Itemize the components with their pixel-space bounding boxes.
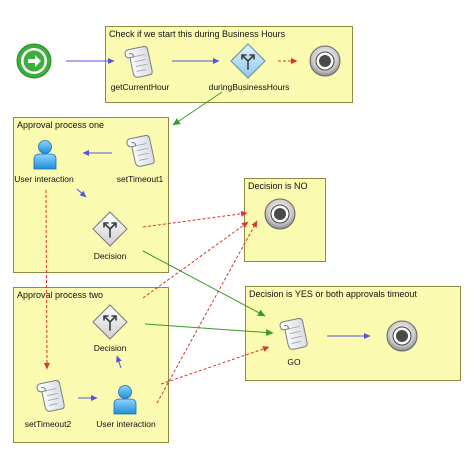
node-label-duringbusinesshours: duringBusinessHours — [208, 82, 290, 92]
node-label-decision-1: Decision — [93, 251, 127, 261]
lane-title: Check if we start this during Business H… — [109, 29, 286, 39]
lane-decision-no: Decision is NO — [244, 178, 326, 262]
node-label-settimeout1: setTimeout1 — [116, 174, 164, 184]
lane-title: Approval process two — [17, 290, 104, 300]
lane-title: Approval process one — [17, 120, 105, 130]
end-event-icon — [309, 45, 341, 77]
decision-diamond-icon — [92, 304, 128, 340]
flow-duringbusinesshours-to-approval-one — [172, 91, 223, 126]
flow-user-interaction-2-to-go — [160, 346, 270, 385]
lane-approval-two: Approval process two — [13, 287, 169, 443]
node-label-settimeout2: setTimeout2 — [24, 419, 72, 429]
start-event-arrow-icon — [16, 43, 52, 79]
node-label-decision-2: Decision — [93, 343, 127, 353]
flow-decision-1-to-decision-no — [142, 210, 248, 228]
decision-diamond-icon — [230, 43, 266, 79]
script-scroll-icon — [35, 379, 66, 414]
lane-title: Decision is YES or both approvals timeou… — [249, 289, 417, 299]
flow-decision-2-to-decision-no — [142, 221, 249, 299]
script-scroll-icon — [123, 45, 154, 80]
flow-user-interaction-to-settimeout2 — [43, 189, 50, 370]
lane-decision-yes: Decision is YES or both approvals timeou… — [245, 286, 461, 381]
flow-user-interaction-2-to-decision-no — [156, 220, 258, 404]
end-event-icon — [386, 320, 418, 352]
end-event-icon — [264, 198, 296, 230]
decision-diamond-icon — [92, 211, 128, 247]
flow-decision-2-to-go — [144, 323, 274, 337]
user-person-icon — [113, 385, 137, 415]
flow-user-interaction-2-to-decision-2 — [116, 355, 122, 369]
flow-decision-1-to-go — [142, 250, 266, 317]
node-label-user-interaction-2: User interaction — [96, 419, 156, 429]
node-label-user-interaction-1: User interaction — [14, 174, 74, 184]
node-label-go: GO — [287, 357, 301, 367]
node-label-getcurrenthour: getCurrentHour — [110, 82, 170, 92]
script-scroll-icon — [125, 134, 156, 169]
flow-user-interaction-to-decision-1 — [76, 188, 87, 198]
user-person-icon — [33, 140, 57, 170]
script-scroll-icon — [278, 317, 309, 352]
lane-title: Decision is NO — [248, 181, 308, 191]
